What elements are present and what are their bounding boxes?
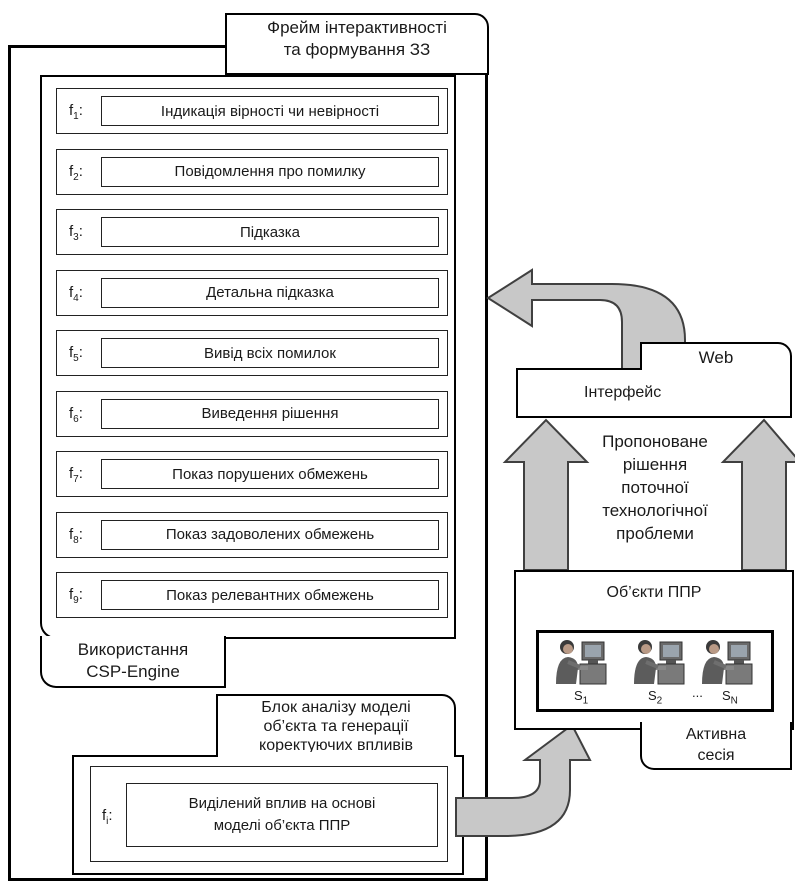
person-at-computer-icon — [552, 636, 610, 691]
function-label: Підказка — [101, 217, 439, 247]
csp-engine-caption-line1: Використання — [77, 640, 189, 659]
proposed-line4: технологічної — [602, 501, 708, 520]
function-box: f5: Вивід всіх помилок — [56, 330, 448, 376]
function-symbol-index: 9 — [73, 595, 79, 606]
function-label: Показ порушених обмежень — [101, 459, 439, 489]
csp-engine-caption-line2: CSP-Engine — [86, 662, 180, 681]
function-box: f2: Повідомлення про помилку — [56, 148, 448, 195]
session-label: S2 — [648, 688, 662, 707]
curved-arrow-to-frame — [486, 268, 686, 371]
function-symbol-index: 1 — [73, 111, 79, 122]
function-symbol-letter: f — [69, 283, 74, 301]
function-symbol-index: 5 — [73, 353, 79, 364]
function-symbol: f8: — [69, 525, 83, 546]
up-arrow-right — [720, 418, 795, 571]
function-label: Детальна підказка — [101, 277, 439, 308]
session-label: S1 — [574, 688, 588, 707]
function-symbol: f1: — [69, 102, 83, 122]
proposed-line1: Пропоноване — [602, 432, 708, 451]
function-box: f4: Детальна підказка — [56, 269, 448, 316]
function-box: f8: Показ задоволених обмежень — [56, 511, 448, 558]
analysis-label-line2: моделі об’єкта ППР — [213, 817, 351, 834]
web-tab-label: Web — [698, 348, 734, 367]
function-symbol-index: 2 — [73, 171, 79, 183]
function-label: Індикація вірності чи невірності — [101, 96, 439, 126]
session-symbol: S — [574, 688, 583, 703]
function-symbol: f9: — [69, 586, 83, 606]
function-symbol-letter: f — [69, 465, 74, 482]
up-arrow-left — [502, 418, 590, 571]
function-box: f3: Підказка — [56, 209, 448, 255]
function-symbol: f2: — [69, 162, 83, 183]
analysis-title-line1: Блок аналізу моделі — [261, 699, 411, 716]
ppr-objects-title: Об’єкти ППР — [606, 584, 702, 601]
csp-engine-caption: Використання CSP-Engine — [40, 636, 226, 688]
proposed-line3: поточної — [621, 478, 689, 497]
function-symbol: f6: — [69, 404, 83, 425]
session-label: SN — [722, 688, 738, 707]
function-box: f9: Показ релевантних обмежень — [56, 572, 448, 618]
function-symbol-index: 7 — [73, 474, 79, 485]
function-box: f6: Виведення рішення — [56, 390, 448, 437]
web-interface-label: Інтерфейс — [584, 384, 662, 401]
active-session-tab: Активна сесія — [640, 722, 792, 770]
proposed-solution-text: Пропоноване рішення поточної технологічн… — [580, 430, 730, 545]
function-label: Показ задоволених обмежень — [101, 519, 439, 550]
sessions-ellipsis: ... — [692, 685, 703, 700]
function-symbol-letter: f — [69, 344, 74, 361]
web-interface-box: Інтерфейс — [516, 368, 792, 418]
function-label: Вивід всіх помилок — [101, 338, 439, 368]
function-symbol: f5: — [69, 344, 83, 364]
function-symbol-letter: f — [69, 525, 74, 543]
frame-title-line1: Фрейм інтерактивності — [267, 18, 447, 37]
function-box: f1: Індикація вірності чи невірності — [56, 88, 448, 134]
session-symbol: S — [722, 688, 731, 703]
function-symbol-letter: f — [69, 102, 74, 119]
active-session-line2: сесія — [697, 747, 735, 764]
function-symbol-index: 3 — [73, 232, 79, 243]
session-index: 1 — [582, 695, 589, 707]
active-session-line1: Активна — [685, 726, 747, 743]
session-index: 2 — [656, 695, 663, 707]
person-at-computer-icon — [698, 636, 756, 691]
function-symbol-letter: f — [69, 162, 74, 180]
analysis-function-label: Виділений вплив на основі моделі об’єкта… — [126, 783, 438, 847]
function-label: Показ релевантних обмежень — [101, 580, 439, 610]
session-symbol: S — [648, 688, 657, 703]
proposed-line5: проблеми — [616, 524, 694, 543]
function-label: Виведення рішення — [101, 398, 439, 429]
interactivity-frame-title: Фрейм інтерактивності та формування ЗЗ — [225, 13, 489, 75]
function-symbol-index: 6 — [73, 413, 79, 425]
person-at-computer-icon — [630, 636, 688, 691]
analysis-title-line2: об’єкта та генерації — [263, 718, 409, 735]
analysis-block-title: Блок аналізу моделі об’єкта та генерації… — [216, 694, 456, 762]
analysis-label-line1: Виділений вплив на основі — [188, 795, 376, 812]
proposed-line2: рішення — [622, 455, 688, 474]
function-symbol-index: 8 — [73, 534, 79, 546]
frame-title-line2: та формування ЗЗ — [283, 40, 431, 59]
function-symbol-letter: f — [69, 586, 74, 603]
function-symbol-letter: f — [69, 223, 74, 240]
analysis-block-cover — [218, 752, 454, 758]
function-symbol-index: 4 — [73, 292, 79, 304]
function-symbol-letter: f — [69, 404, 74, 422]
web-tab-seam — [642, 366, 790, 370]
curved-arrow-to-session — [455, 723, 592, 837]
function-symbol: f7: — [69, 465, 83, 485]
analysis-symbol-letter: f — [102, 807, 107, 824]
function-symbol: f3: — [69, 223, 83, 243]
analysis-title-line3: коректуючих впливів — [259, 737, 413, 754]
analysis-symbol-index: i — [106, 816, 109, 827]
analysis-function-symbol: fi: — [102, 807, 113, 827]
function-label: Повідомлення про помилку — [101, 156, 439, 187]
session-index: N — [730, 695, 738, 707]
function-box: f7: Показ порушених обмежень — [56, 451, 448, 497]
function-symbol: f4: — [69, 283, 83, 304]
